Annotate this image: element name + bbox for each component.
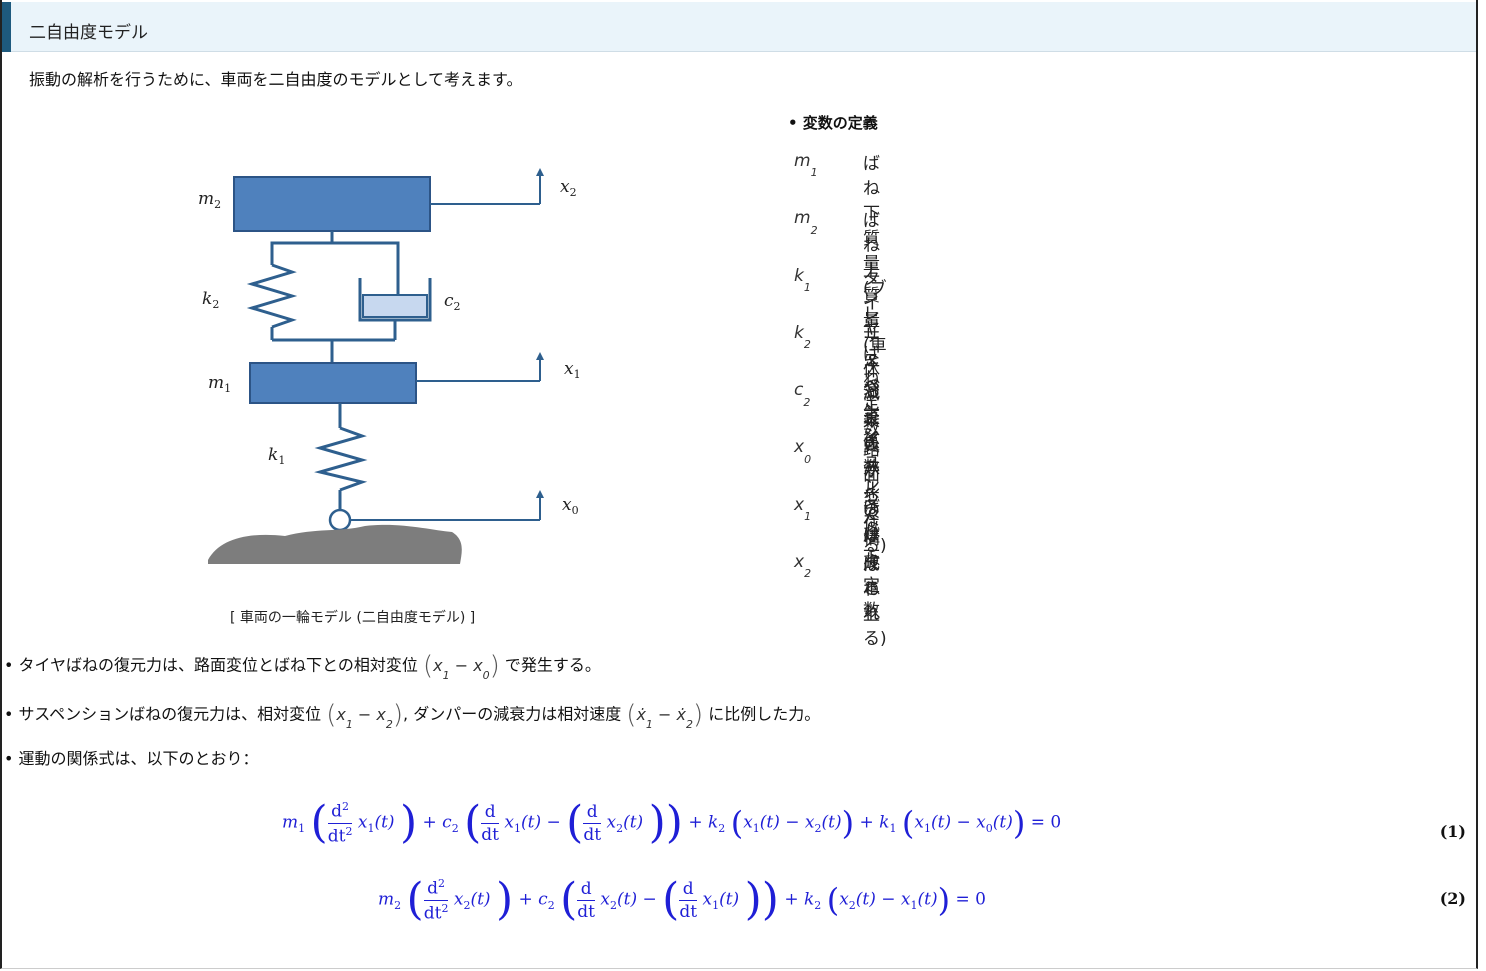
sprung-mass-block: [233, 176, 431, 232]
quarter-car-model-diagram: m2 k2 c2 m1 k1 x2 x1 x0: [198, 168, 581, 564]
bullet-2-mid: , ダンパーの減衰力は相対速度: [403, 704, 622, 724]
definition-row: k1 タイヤばね定数: [788, 260, 880, 439]
bullet-2-text: • サスペンションばねの復元力は、相対変位: [4, 704, 322, 724]
label-c2: c2: [444, 291, 461, 313]
bullet-2-tail: に比例した力。: [708, 704, 821, 724]
label-k1: k1: [268, 445, 285, 467]
definition-desc: 減衰係数: [863, 383, 880, 479]
bullet-1-tail: で発生する。: [504, 655, 601, 675]
bullet-suspension: • サスペンションばねの復元力は、相対変位 (x1 − x2), ダンパーの減衰…: [4, 700, 821, 731]
definition-symbol: x2: [794, 552, 812, 581]
definition-symbol: m2: [794, 208, 818, 237]
bullet-tire-spring: • タイヤばねの復元力は、路面変位とばね下との相対変位 (x1 − x0) で発…: [4, 651, 601, 682]
definitions-list: m1 ばね下質量 (ブレーキやホイールで構成される) m2 ばね上質量 (車体や乗員…: [788, 145, 887, 649]
equation-2-number: (2): [1439, 889, 1466, 908]
definition-row: x0 路面変位: [788, 431, 880, 535]
definition-symbol: m1: [794, 151, 818, 180]
x1-arrowhead: [536, 352, 544, 360]
label-k2: k2: [202, 289, 219, 311]
bullet-1-text: • タイヤばねの復元力は、路面変位とばね下との相対変位: [4, 655, 418, 675]
road-ground: [208, 524, 462, 564]
definition-desc: ばね下質量 (ブレーキやホイールで構成される): [863, 154, 887, 649]
definition-desc: ばね上質量 (車体や乗員からなる): [863, 211, 887, 557]
definition-symbol: c2: [794, 380, 811, 409]
tire-contact-wheel: [328, 508, 352, 532]
upper-frame: [270, 241, 400, 280]
suspension-spring: [246, 263, 298, 329]
label-x1: x1: [564, 359, 581, 381]
x0-arrowhead: [536, 490, 544, 498]
header-accent-bar: [2, 2, 11, 52]
definition-desc: サスペンションのばね定数: [863, 325, 880, 621]
definition-row: c2 減衰係数: [788, 374, 880, 478]
definition-row: x2 ばね上: [788, 546, 880, 625]
unsprung-mass-block: [249, 362, 417, 404]
definition-row: k2 サスペンションのばね定数: [788, 317, 880, 621]
figure-caption: [ 車両の一輪モデル (二自由度モデル) ]: [230, 610, 476, 626]
x2-arrowhead: [536, 168, 544, 176]
definition-row: x1 ばね下: [788, 489, 880, 568]
definitions-title: • 変数の定義: [788, 114, 878, 132]
bullet-equations-intro: • 運動の関係式は、以下のとおり：: [4, 749, 259, 768]
definition-symbol: k2: [794, 322, 811, 352]
tire-spring: [314, 426, 368, 492]
definition-symbol: x0: [794, 437, 812, 466]
label-m2: m2: [198, 189, 221, 211]
variable-definitions: • 変数の定義 m1 ばね下質量 (ブレーキやホイールで構成される) m2 ばね上質…: [788, 112, 887, 649]
definition-row: m1 ばね下質量 (ブレーキやホイールで構成される): [788, 145, 887, 649]
definition-symbol: x1: [794, 494, 812, 524]
definition-symbol: k1: [794, 265, 811, 294]
label-m1: m1: [208, 373, 231, 395]
math-x1dot-minus-x2dot: ẋ1 − ẋ2: [636, 704, 693, 731]
definition-row: m2 ばね上質量 (車体や乗員からなる): [788, 202, 887, 556]
damper-piston: [362, 294, 428, 318]
definition-desc: ばね下: [863, 497, 880, 568]
section-title: 二自由度モデル: [29, 23, 148, 43]
label-x0: x0: [562, 495, 579, 517]
definition-desc: 路面変位: [863, 440, 880, 536]
intro-text: 振動の解析を行うために、車両を二自由度のモデルとして考えます。: [29, 70, 523, 89]
math-x1-minus-x2: x1 − x2: [336, 704, 393, 731]
definition-desc: ばね上: [863, 555, 880, 626]
label-x2: x2: [560, 177, 577, 199]
math-x1-minus-x0: x1 − x0: [433, 655, 490, 682]
equation-1-number: (1): [1439, 822, 1466, 841]
definition-desc: タイヤばね定数: [863, 268, 880, 439]
section-header: 二自由度モデル: [2, 2, 1476, 52]
